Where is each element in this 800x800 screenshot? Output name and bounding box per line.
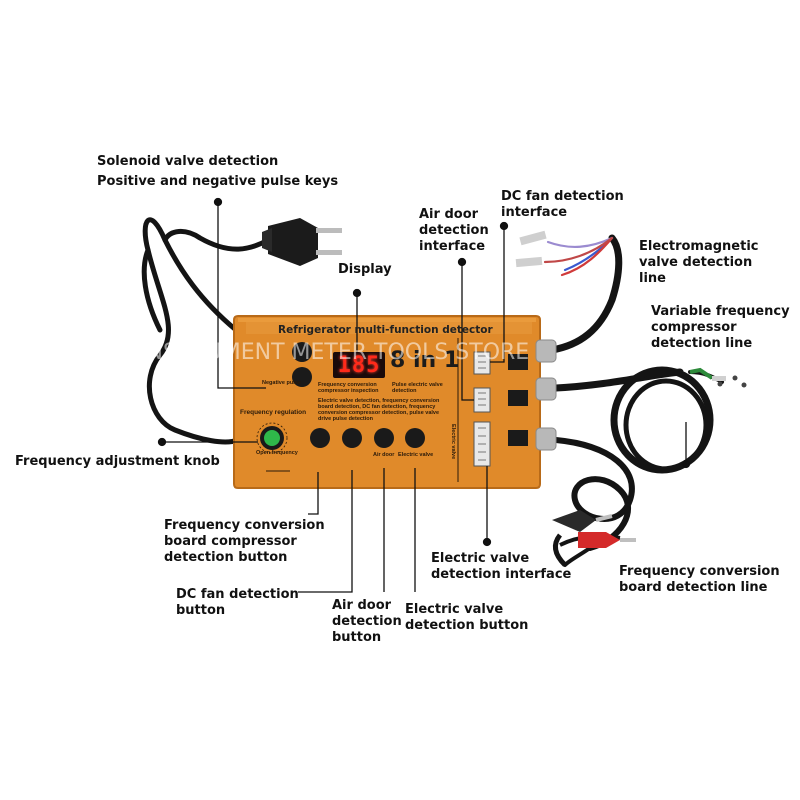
negative-pulse-text: Negative pulse — [262, 380, 301, 386]
device-body — [233, 315, 557, 489]
eight-in-one-badge: 8 in 1 — [390, 348, 460, 373]
label-air-door-button: Air door detection button — [332, 598, 402, 645]
fan-probe-wires — [543, 236, 614, 277]
label-air-door-interface: Air door detection interface — [419, 207, 489, 254]
pulse-keys — [292, 342, 312, 387]
label-dc-fan-interface: DC fan detection interface — [501, 189, 624, 220]
connector-ports — [473, 351, 528, 467]
alligator-clips — [552, 510, 636, 567]
electric-valve-text: Electric valve — [398, 452, 434, 458]
store-watermark: INSTRUMENT METER TOOLS STORE — [140, 340, 530, 365]
device-title: Refrigerator multi-function detector — [278, 324, 493, 336]
frequency-knob — [256, 422, 288, 454]
label-display: Display — [338, 262, 392, 277]
electric-valve-vertical-text: Electric valve — [450, 424, 456, 460]
frequency-regulation-text: Frequency regulation — [240, 409, 307, 416]
label-solenoid-valve: Solenoid valve detection Positive and ne… — [97, 154, 339, 189]
label-electric-valve-button: Electric valve detection button — [405, 602, 529, 633]
fc-board-button — [310, 428, 330, 448]
label-electric-valve-interface: Electric valve detection interface — [431, 551, 572, 582]
panel-underline — [266, 470, 290, 472]
compressor-probe-tips — [689, 367, 747, 388]
power-cord — [141, 217, 271, 445]
label-electromagnetic-valve-line: Electromagnetic valve detection line — [639, 239, 759, 286]
power-plug — [262, 218, 342, 266]
label-vf-compressor-line: Variable frequency compressor detection … — [651, 304, 790, 351]
label-fc-board-button: Frequency conversion board compressor de… — [164, 518, 325, 565]
open-frequency-text: Open frequency — [256, 450, 298, 456]
label-dc-fan-button: DC fan detection button — [176, 587, 299, 618]
pulse-valve-text: Pulse electric valve detection — [392, 382, 443, 394]
seven-segment-display: 185 — [333, 352, 385, 378]
function-description-text: Electric valve detection, frequency conv… — [318, 398, 440, 422]
compressor-inspection-text: Frequency conversion compressor inspecti… — [318, 382, 379, 394]
leader-lines — [157, 197, 691, 593]
air-door-button — [374, 428, 394, 448]
air-door-text: Air door — [373, 452, 395, 458]
label-frequency-knob: Frequency adjustment knob — [15, 454, 220, 469]
dc-fan-button — [342, 428, 362, 448]
label-fc-board-line: Frequency conversion board detection lin… — [619, 564, 780, 595]
fan-probe-terminals — [515, 230, 547, 268]
electric-valve-button — [405, 428, 425, 448]
detection-buttons — [310, 428, 425, 448]
